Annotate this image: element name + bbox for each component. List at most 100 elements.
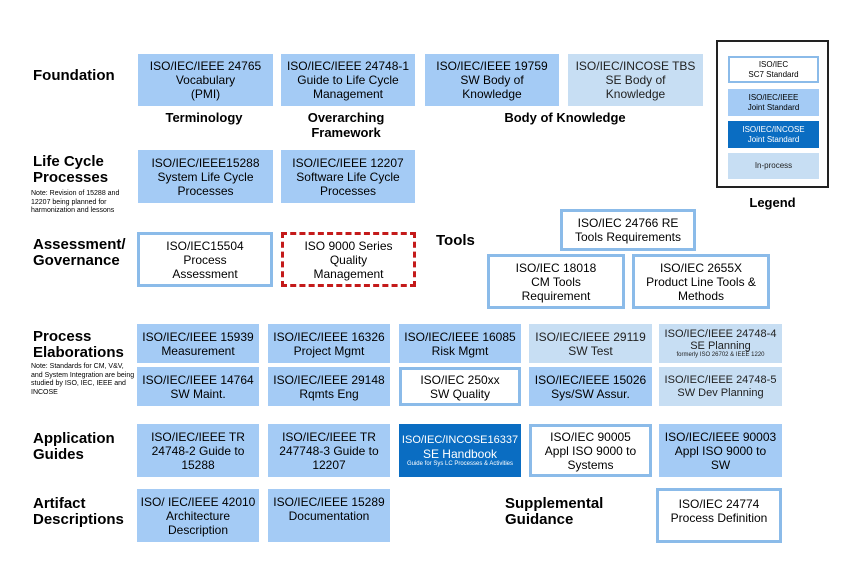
standard-id: ISO/IEC/IEEE 16326 (273, 329, 385, 344)
standard-box-15504: ISO/IEC15504 Process Assessment (137, 232, 273, 287)
standard-box-12207: ISO/IEC/IEEE 12207 Software Life Cycle P… (281, 150, 415, 203)
standard-box-15288: ISO/IEC/IEEE15288 System Life Cycle Proc… (138, 150, 273, 203)
standard-title: Project Mgmt (293, 343, 365, 358)
standard-id: ISO/IEC 24766 RE (577, 216, 679, 230)
standard-id: ISO/IEC/IEEE 15939 (142, 329, 254, 344)
standard-title: Tools Requirements (574, 230, 682, 244)
standard-title: Process (183, 252, 227, 267)
standard-box-42010: ISO/ IEC/IEEE 42010 Architecture Descrip… (137, 489, 259, 542)
standard-box-2655x: ISO/IEC 2655X Product Line Tools & Metho… (632, 254, 770, 309)
standard-title: Vocabulary (175, 73, 236, 87)
standard-box-24766: ISO/IEC 24766 RE Tools Requirements (560, 209, 696, 251)
standard-id: ISO/IEC/IEEE15288 (151, 155, 260, 170)
category-tools: Tools (436, 232, 475, 249)
standard-id: ISO/IEC/IEEE 29148 (273, 372, 385, 387)
standard-title: SW (710, 457, 731, 472)
category-process-elaborations: Process Elaborations (33, 329, 124, 361)
standard-title: Risk Mgmt (431, 343, 489, 358)
standard-box-16337: ISO/IEC/INCOSE16337 SE Handbook Guide fo… (399, 424, 521, 477)
standard-id: ISO/IEC/IEEE 90003 (664, 429, 777, 444)
category-artifact-descriptions: Artifact Descriptions (33, 496, 124, 528)
label-line: Overarching (307, 110, 385, 125)
standard-id: ISO/IEC 24774 (678, 497, 760, 511)
category-label-line: Life Cycle (33, 153, 104, 170)
standard-box-15289: ISO/IEC/IEEE 15289 Documentation (268, 489, 390, 542)
standard-box-90005: ISO/IEC 90005 Appl ISO 9000 to Systems (529, 424, 652, 477)
standard-box-24748-2: ISO/IEC/IEEE TR 24748-2 Guide to 15288 (137, 424, 259, 477)
standard-id: ISO/IEC/IEEE 15289 (273, 495, 385, 509)
standard-title: Documentation (288, 509, 370, 523)
standard-box-15026: ISO/IEC/IEEE 15026 Sys/SW Assur. (529, 367, 652, 406)
standard-id: ISO/IEC 90005 (550, 429, 631, 444)
standard-note: formerly ISO 26702 & IEEE 1220 (676, 352, 765, 358)
standard-title: SW Body of (460, 73, 524, 87)
category-label-line: Elaborations (33, 344, 124, 361)
standard-id: ISO/IEC/IEEE TR (282, 429, 376, 444)
legend-item-line: ISO/IEC/INCOSE (742, 124, 805, 134)
standard-id: ISO/IEC/IEEE 14764 (142, 372, 254, 387)
category-label-line: Artifact (33, 495, 86, 512)
standard-title: Description (167, 522, 229, 537)
standard-title: SE Body of (605, 73, 666, 87)
standard-id: ISO/IEC/IEEE 29119 (535, 329, 646, 344)
process-note: Note: Standards for CM, V&V, and System … (31, 363, 135, 396)
standard-id: ISO/IEC/INCOSE16337 (401, 433, 519, 446)
standard-id: ISO/IEC/IEEE 24765 (149, 59, 262, 73)
standard-box-16085: ISO/IEC/IEEE 16085 Risk Mgmt (399, 324, 521, 363)
standard-title: Processes (319, 183, 377, 198)
standard-title: SE Handbook (422, 446, 498, 461)
category-label-line: Process (33, 328, 92, 345)
standard-id: ISO/IEC/IEEE 19759 (436, 59, 548, 73)
standard-box-16326: ISO/IEC/IEEE 16326 Project Mgmt (268, 324, 390, 363)
standard-title: SW Test (568, 343, 613, 358)
standard-box-29148: ISO/IEC/IEEE 29148 Rqmts Eng (268, 367, 390, 406)
standard-title: (PMI) (190, 87, 221, 101)
legend-item-line: Joint Standard (747, 134, 800, 144)
legend-in-process: In-process (728, 153, 819, 179)
standard-title: Appl ISO 9000 to (544, 443, 637, 458)
category-supplemental-guidance: Supplemental Guidance (505, 496, 603, 528)
legend-item-line: SC7 Standard (748, 69, 799, 79)
standard-box-250xx: ISO/IEC 250xx SW Quality (399, 367, 521, 406)
standard-title: SW Dev Planning (677, 386, 764, 399)
standard-title: System Life Cycle (157, 169, 254, 184)
standard-box-24774: ISO/IEC 24774 Process Definition (656, 488, 782, 543)
category-assessment-governance: Assessment/ Governance (33, 237, 126, 269)
standard-id: ISO/IEC/IEEE 16085 (404, 329, 516, 344)
standard-title: Guide to Life Cycle (297, 73, 399, 87)
standard-box-19759: ISO/IEC/IEEE 19759 SW Body of Knowledge (425, 54, 559, 106)
category-life-cycle-processes: Life Cycle Processes (33, 154, 108, 186)
category-foundation: Foundation (33, 67, 115, 84)
standard-title: SW Maint. (170, 386, 226, 401)
standard-title: Assessment (172, 266, 238, 281)
standard-box-24765: ISO/IEC/IEEE 24765 Vocabulary (PMI) (138, 54, 273, 106)
label-line: Framework (311, 125, 381, 140)
standard-title: Software Life Cycle (296, 169, 400, 184)
standard-title: Quality (329, 252, 368, 267)
standard-box-24748-5: ISO/IEC/IEEE 24748-5 SW Dev Planning (659, 367, 782, 406)
standard-box-incose-tbs: ISO/IEC/INCOSE TBS SE Body of Knowledge (568, 54, 703, 106)
standard-title: 12207 (312, 457, 346, 472)
life-cycle-note: Note: Revision of 15288 and 12207 being … (31, 190, 120, 214)
legend-ieee-joint-standard: ISO/IEC/IEEE Joint Standard (728, 89, 819, 116)
standard-title: Knowledge (605, 87, 666, 101)
standard-id: ISO 9000 Series (304, 238, 393, 253)
standard-title: 15288 (181, 457, 215, 472)
standard-box-24748-4: ISO/IEC/IEEE 24748-4 SE Planning formerl… (659, 324, 782, 363)
legend-item-line: ISO/IEC/IEEE (748, 92, 799, 102)
standard-box-14764: ISO/IEC/IEEE 14764 SW Maint. (137, 367, 259, 406)
standard-title: Knowledge (462, 87, 522, 101)
standard-id: ISO/IEC 18018 (515, 260, 597, 275)
standard-title: Architecture (165, 508, 231, 523)
standard-box-24748-3: ISO/IEC/IEEE TR 247748-3 Guide to 12207 (268, 424, 390, 477)
standard-title: Processes (177, 183, 234, 198)
category-label-line: Descriptions (33, 511, 124, 528)
category-label-line: Assessment/ (33, 236, 126, 253)
standard-box-15939: ISO/IEC/IEEE 15939 Measurement (137, 324, 259, 363)
label-terminology: Terminology (165, 110, 243, 125)
category-label-line: Governance (33, 252, 120, 269)
legend-item-line: In-process (754, 161, 793, 170)
label-overarching-framework: Overarching Framework (286, 110, 406, 140)
category-label-line: Guides (33, 446, 84, 463)
standard-id: ISO/IEC/IEEE 24748-5 (664, 373, 777, 386)
